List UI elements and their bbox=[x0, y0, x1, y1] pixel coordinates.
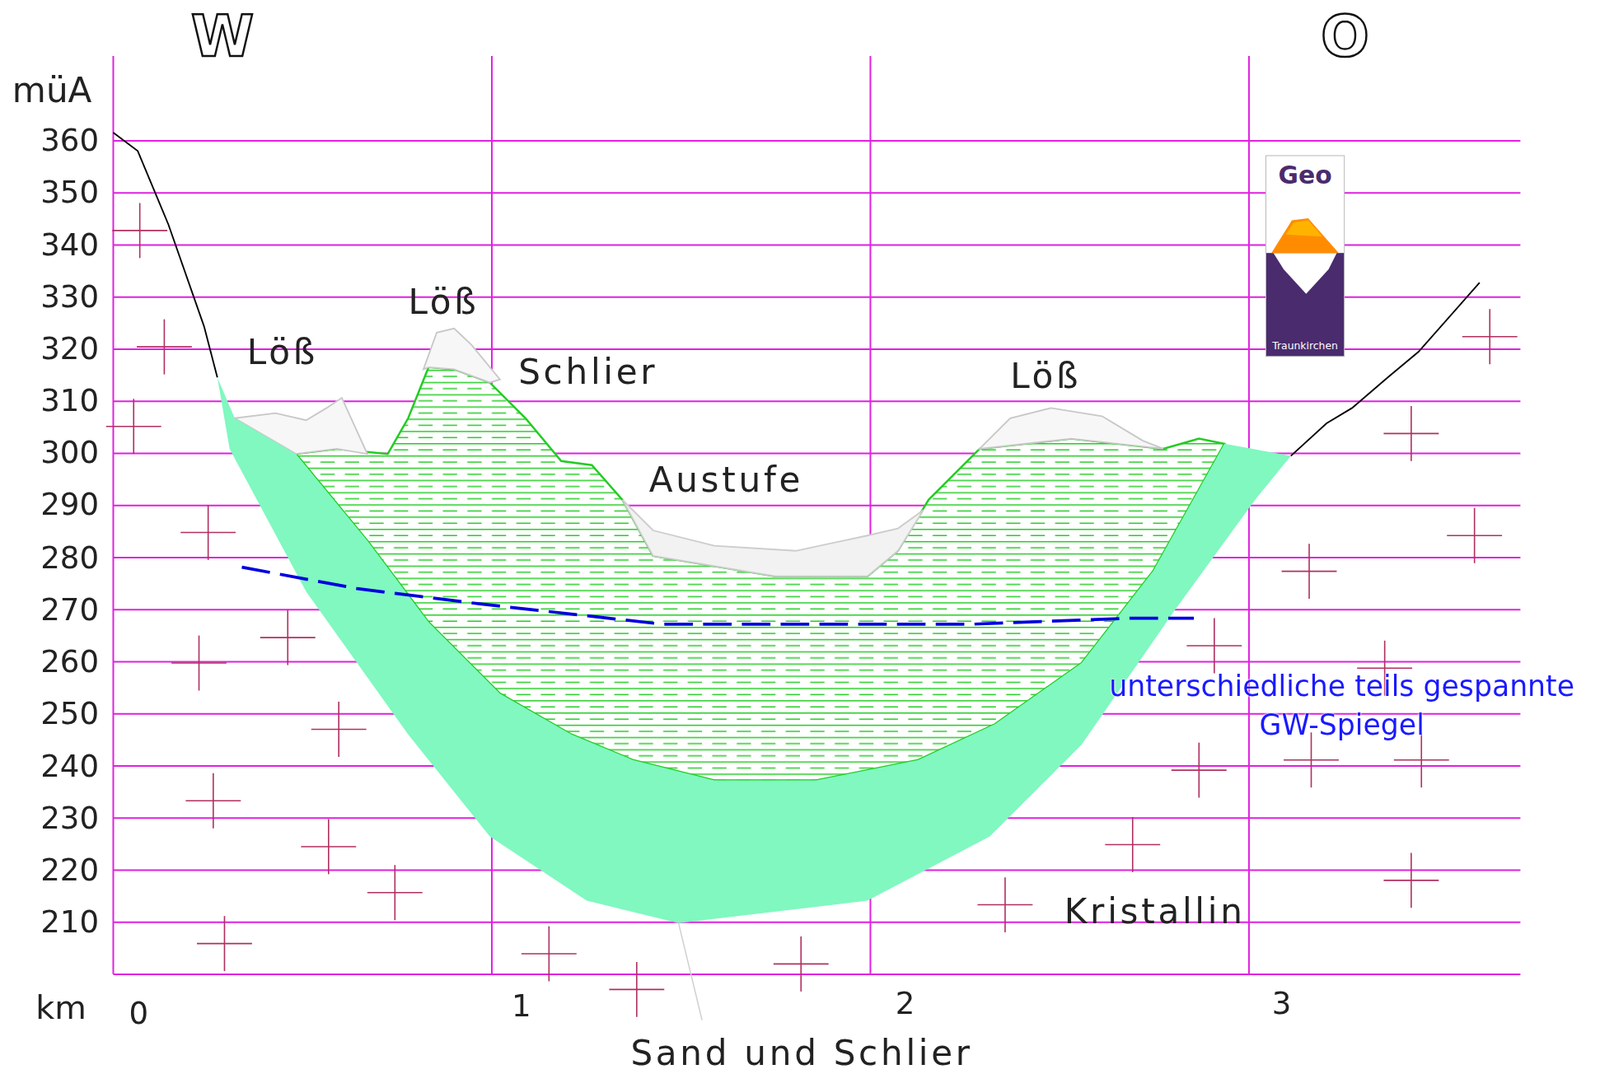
layer-label: Schlier bbox=[518, 354, 658, 389]
grid-line bbox=[112, 400, 1521, 403]
cross-symbol bbox=[394, 865, 397, 921]
axis-value: 1 bbox=[511, 991, 532, 1022]
axis-value: 320 bbox=[40, 333, 99, 365]
axis-value: 0 bbox=[129, 999, 150, 1030]
axis-value: 220 bbox=[40, 855, 99, 886]
axis-value: 3 bbox=[1272, 988, 1292, 1020]
cross-symbol bbox=[800, 936, 802, 992]
grid-line bbox=[112, 140, 1521, 142]
axis-value: 290 bbox=[40, 490, 99, 521]
axis-value: 340 bbox=[40, 229, 99, 261]
cross-symbol bbox=[198, 636, 201, 692]
layer-label: Löß bbox=[1010, 358, 1081, 393]
layer-label: Kristallin bbox=[1064, 893, 1246, 929]
gravel-band bbox=[217, 377, 1292, 924]
cross-symbol bbox=[224, 916, 226, 972]
cross-symbol bbox=[207, 505, 210, 561]
axis-value: 230 bbox=[40, 803, 99, 834]
grid-line bbox=[112, 973, 1521, 976]
loess-top bbox=[423, 328, 501, 384]
direction-label: W bbox=[191, 8, 255, 66]
logo-title: Geo bbox=[1278, 163, 1333, 188]
cross-symbol bbox=[1197, 743, 1200, 799]
cross-symbol bbox=[139, 202, 141, 258]
cross-symbol bbox=[212, 773, 215, 829]
cross-symbol bbox=[1213, 618, 1216, 674]
logo-caption: Traunkirchen bbox=[1272, 341, 1339, 351]
layer-label: Sand und Schlier bbox=[630, 1035, 973, 1071]
axis-value: 280 bbox=[40, 542, 99, 573]
axis-value: 360 bbox=[40, 125, 99, 156]
cross-symbol bbox=[286, 610, 289, 666]
axis-value: 350 bbox=[40, 177, 99, 209]
grid-line bbox=[1248, 56, 1250, 975]
groundwater-level bbox=[242, 567, 1195, 625]
axis-value: 260 bbox=[40, 646, 99, 678]
cross-symbol bbox=[1410, 852, 1413, 908]
terrain-west bbox=[112, 132, 217, 378]
cross-symbol bbox=[1488, 308, 1491, 365]
cross-symbol bbox=[1308, 543, 1310, 599]
cross-symbol bbox=[1410, 406, 1413, 462]
logo-box: GeoTraunkirchen bbox=[1265, 154, 1346, 357]
layer-label: Löß bbox=[407, 285, 479, 320]
axis-value: 310 bbox=[40, 386, 99, 417]
layer-label: Löß bbox=[247, 334, 319, 370]
grid-line bbox=[112, 56, 114, 975]
cross-symbol bbox=[337, 701, 340, 758]
axis-value: 270 bbox=[40, 594, 99, 626]
cross-symbol bbox=[636, 962, 638, 1018]
direction-label: O bbox=[1320, 8, 1370, 66]
cross-symbol bbox=[132, 398, 135, 454]
axis-value: 240 bbox=[40, 750, 99, 782]
grid bbox=[112, 56, 1521, 975]
axis-value: 300 bbox=[40, 438, 99, 469]
kristallin-symbols bbox=[106, 202, 1518, 1017]
grid-line bbox=[112, 921, 1521, 924]
cross-symbol bbox=[1473, 508, 1476, 564]
austufe bbox=[622, 500, 923, 577]
loess-right bbox=[979, 407, 1164, 450]
layer-label: Austufe bbox=[649, 462, 804, 497]
cross-symbol bbox=[163, 319, 166, 375]
cross-symbol bbox=[327, 819, 330, 875]
axis-value: 250 bbox=[40, 698, 99, 730]
axis-value: 330 bbox=[40, 281, 99, 313]
cross-symbol bbox=[1132, 817, 1134, 873]
axis-value: 2 bbox=[895, 988, 916, 1020]
axis-unit: müA bbox=[12, 72, 93, 108]
note-label: unterschiedliche teils gespannte GW-Spie… bbox=[1102, 667, 1582, 745]
leader-line bbox=[678, 923, 702, 1021]
cross-symbol bbox=[1004, 877, 1006, 933]
cross-symbol bbox=[548, 926, 551, 983]
axis-value: 210 bbox=[40, 907, 99, 938]
axis-unit: km bbox=[35, 991, 87, 1025]
